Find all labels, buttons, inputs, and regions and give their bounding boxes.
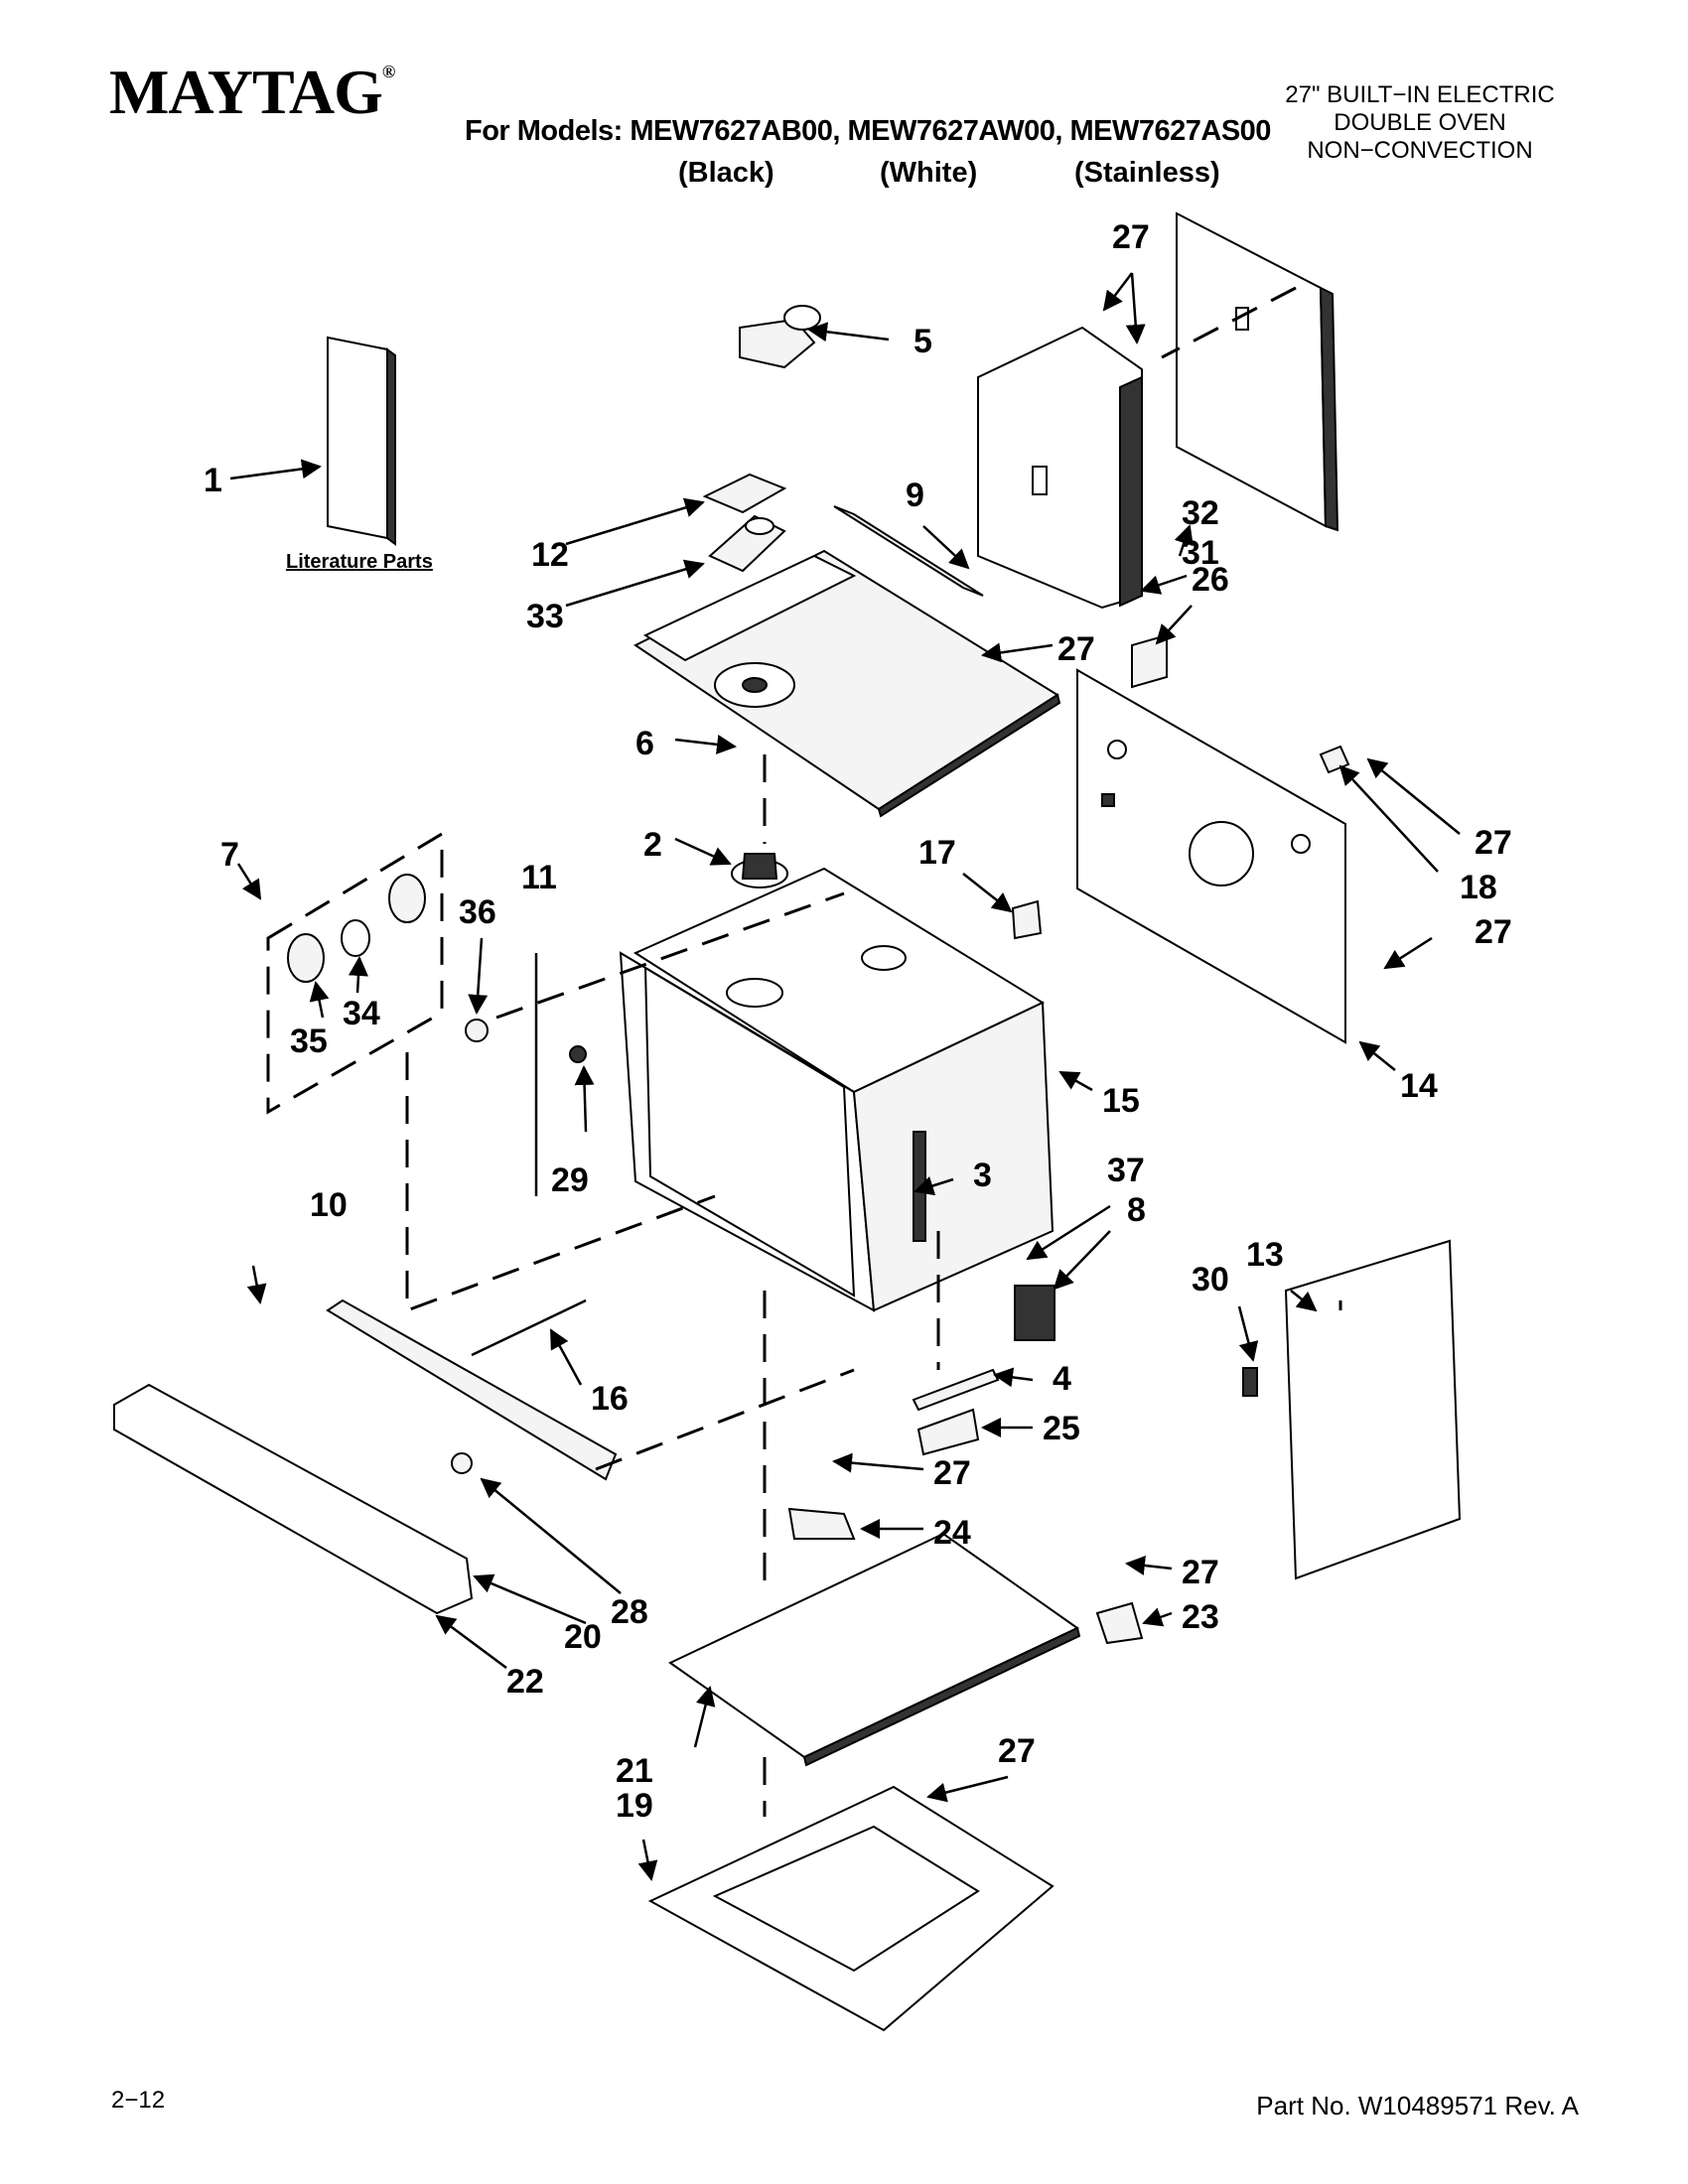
alignment-lines xyxy=(405,286,1342,1817)
callout-16: 16 xyxy=(591,1380,629,1418)
leader-arrows xyxy=(229,272,1461,1881)
callout-34: 34 xyxy=(343,995,380,1032)
literature-label: Literature Parts xyxy=(286,551,433,573)
callout-29: 29 xyxy=(551,1161,589,1199)
part-10-vent-strip xyxy=(326,1298,618,1481)
part-21-edge xyxy=(802,1626,1081,1767)
part-4-bracket xyxy=(912,1368,1000,1412)
callout-19: 19 xyxy=(616,1787,653,1825)
callout-15: 15 xyxy=(1102,1082,1140,1120)
callout-10: 10 xyxy=(310,1186,348,1224)
callout-37: 37 xyxy=(1107,1152,1145,1189)
callout-1: 1 xyxy=(204,462,222,499)
part-30-clip xyxy=(1242,1367,1258,1397)
callout-33: 33 xyxy=(526,598,564,635)
callout-11: 11 xyxy=(521,859,557,896)
callout-35: 35 xyxy=(290,1023,328,1060)
part-26-bracket xyxy=(1131,633,1168,689)
literature-parts-booklet: Literature Parts xyxy=(286,336,433,573)
part-29-screw xyxy=(569,1045,587,1063)
callout-8: 8 xyxy=(1127,1191,1146,1229)
part-31-side-shield xyxy=(977,326,1143,610)
subtitle-line-1: 27" BUILT−IN ELECTRIC xyxy=(1285,81,1555,108)
brand-logo: MAYTAG® xyxy=(109,56,395,129)
callout-27-right-lower: 27 xyxy=(1475,913,1512,951)
subtitle-line-2: DOUBLE OVEN xyxy=(1334,109,1506,136)
part-23-bracket xyxy=(1095,1601,1144,1645)
callout-17: 17 xyxy=(918,834,956,872)
part-14-rear-panel xyxy=(1076,668,1346,1044)
callout-27-mid: 27 xyxy=(1057,630,1095,668)
part-18-clip xyxy=(1319,745,1350,774)
part-7-light-kit xyxy=(266,831,444,1115)
callout-27-bottom-right: 27 xyxy=(1182,1554,1219,1591)
callout-28: 28 xyxy=(611,1593,648,1631)
callout-32: 32 xyxy=(1182,494,1219,532)
callout-36: 36 xyxy=(459,893,496,931)
callout-14: 14 xyxy=(1400,1067,1438,1105)
part-32-side-panel xyxy=(1176,211,1339,532)
part-2-fan xyxy=(731,853,788,888)
variant-black: (Black) xyxy=(678,157,774,189)
part-8-grille xyxy=(1014,1285,1055,1341)
callout-9: 9 xyxy=(906,477,924,514)
part-6-top-panel xyxy=(633,549,1061,818)
callout-20: 20 xyxy=(564,1618,602,1656)
callout-27-right-upper: 27 xyxy=(1475,824,1512,862)
part-16-sensor xyxy=(471,1298,587,1357)
part-number: Part No. W10489571 Rev. A xyxy=(1256,2091,1579,2120)
part-5-switch xyxy=(739,305,821,369)
callout-24: 24 xyxy=(933,1514,971,1552)
callout-22: 22 xyxy=(506,1663,544,1701)
callout-21: 21 xyxy=(616,1752,653,1790)
part-24-bracket xyxy=(787,1507,856,1540)
page-number: 2−12 xyxy=(111,2087,166,2114)
part-12-bracket xyxy=(702,473,787,514)
callout-5: 5 xyxy=(914,323,932,360)
variant-white: (White) xyxy=(880,157,978,189)
subtitle-line-3: NON−CONVECTION xyxy=(1307,137,1533,164)
callout-2: 2 xyxy=(643,826,662,864)
callout-25: 25 xyxy=(1043,1410,1080,1447)
part-28-screw xyxy=(451,1452,473,1474)
variant-stainless: (Stainless) xyxy=(1074,157,1220,189)
part-9-rail xyxy=(833,505,984,597)
callout-12: 12 xyxy=(531,536,569,574)
callout-27-lower: 27 xyxy=(933,1454,971,1492)
callout-13: 13 xyxy=(1246,1236,1284,1274)
part-13-side-panel xyxy=(1284,1239,1462,1580)
callout-3: 3 xyxy=(973,1157,992,1194)
oven-cavity xyxy=(619,867,1055,1312)
part-22-trim xyxy=(113,1383,474,1615)
part-callouts: 1 2 3 4 5 6 7 8 9 10 11 12 13 14 15 16 1… xyxy=(204,218,1512,1825)
part-19-inner xyxy=(712,1825,980,1973)
callout-27-bottom: 27 xyxy=(998,1732,1036,1770)
models-line: For Models: MEW7627AB00, MEW7627AW00, ME… xyxy=(465,115,1271,147)
callout-30: 30 xyxy=(1192,1261,1229,1298)
callout-23: 23 xyxy=(1182,1598,1219,1636)
product-subtitle: 27" BUILT−IN ELECTRIC DOUBLE OVEN NON−CO… xyxy=(1251,81,1589,165)
callout-31: 31 xyxy=(1182,534,1219,572)
part-33-hole xyxy=(745,517,774,535)
callout-7: 7 xyxy=(220,836,239,874)
callout-4: 4 xyxy=(1053,1360,1071,1398)
callout-27-top: 27 xyxy=(1112,218,1150,256)
callout-26: 26 xyxy=(1192,561,1229,599)
callout-6: 6 xyxy=(635,725,654,762)
callout-18: 18 xyxy=(1460,869,1497,906)
registered-mark: ® xyxy=(381,62,395,81)
part-17-clip xyxy=(1011,899,1043,940)
brand-name: MAYTAG xyxy=(109,57,383,127)
part-36-plug xyxy=(465,1019,489,1042)
part-25-bracket xyxy=(916,1408,980,1456)
